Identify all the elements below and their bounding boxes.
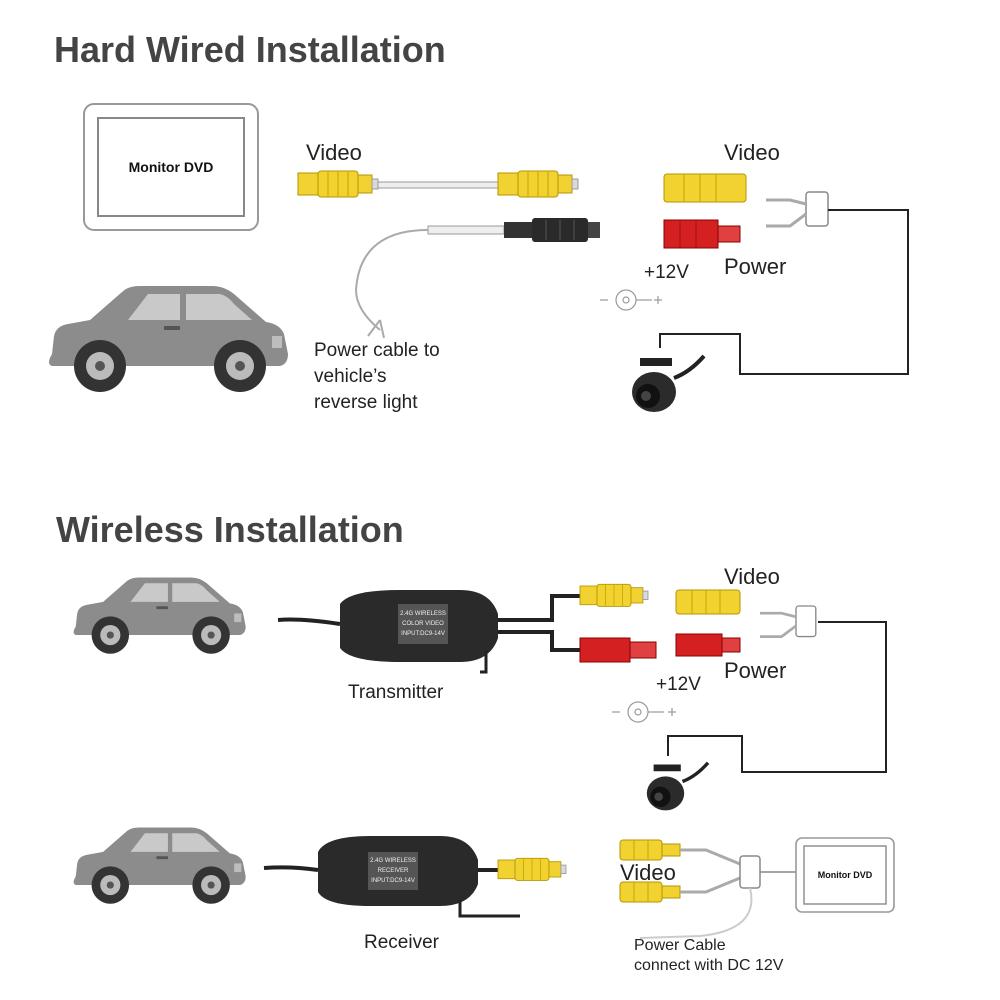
camera-wire [659, 209, 909, 375]
rca-plug-icon [619, 839, 681, 861]
video-label-right: Video [724, 140, 780, 165]
power-cable-dc-note-line2: connect with DC 12V [634, 957, 784, 974]
transmitter-print-line1: 2.4G WIRELESS [400, 611, 446, 617]
receiver-label: Receiver [364, 932, 440, 953]
monitor-cable-tails [680, 848, 741, 894]
video-label-top: Video [724, 564, 780, 589]
car-icon [73, 577, 246, 654]
power-cable-note-line3: reverse light [314, 392, 418, 413]
rca-plug-icon [619, 881, 681, 903]
car-icon [73, 827, 246, 904]
dc-jack-icon [600, 289, 662, 311]
power-cable-note-line1: Power cable to [314, 340, 440, 361]
voltage-label: +12V [644, 262, 689, 283]
receiver-print-line2: RECEIVER [378, 868, 409, 874]
dc-power-connector [579, 637, 657, 663]
dc-jack-icon [612, 701, 676, 723]
power-cable-tail [639, 887, 753, 939]
dc-power-connector [663, 219, 741, 249]
rca-plug-icon [297, 170, 379, 198]
splitter-box [758, 604, 818, 638]
transmitter-label: Transmitter [348, 682, 444, 703]
video-label-bottom: Video [620, 860, 676, 885]
monitor-icon: Monitor DVD [795, 837, 895, 913]
rca-plug-icon [663, 173, 747, 203]
receiver-print-line1: 2.4G WIRELESS [370, 858, 416, 864]
monitor-label: Monitor DVD [129, 159, 214, 175]
power-cable-dc-note-line1: Power Cable [634, 937, 726, 954]
voltage-label-wireless: +12V [656, 674, 701, 695]
video-label-left: Video [306, 140, 362, 165]
power-cable [354, 218, 600, 339]
rca-extension-cable [297, 170, 579, 198]
camera-wire [667, 621, 887, 773]
transmitter-print-line3: INPUT:DC9-14V [401, 631, 445, 637]
receiver-print-line3: INPUT:DC9-14V [371, 878, 415, 884]
camera-icon [630, 354, 706, 414]
wireless-title: Wireless Installation [56, 509, 404, 550]
transmitter-print-line2: COLOR VIDEO [402, 621, 444, 627]
power-cable-note-line2: vehicle’s [314, 366, 387, 387]
rca-plug-icon [497, 857, 567, 881]
transmitter-icon: 2.4G WIRELESS COLOR VIDEO INPUT:DC9-14V [277, 590, 582, 674]
monitor-icon: Monitor DVD [83, 103, 259, 231]
power-label: Power [724, 254, 786, 279]
rca-plug-icon [579, 583, 649, 607]
splitter-box [764, 190, 830, 228]
dc-power-connector [675, 633, 741, 657]
car-icon [49, 286, 288, 392]
rca-plug-icon [497, 170, 579, 198]
power-label-wireless: Power [724, 658, 786, 683]
splitter-box [739, 855, 761, 889]
rca-plug-icon [675, 589, 741, 615]
receiver-icon: 2.4G WIRELESS RECEIVER INPUT:DC9-14V [263, 836, 520, 918]
camera-icon [645, 761, 710, 813]
hard-wired-title: Hard Wired Installation [54, 29, 446, 70]
monitor-label-small: Monitor DVD [818, 870, 873, 880]
